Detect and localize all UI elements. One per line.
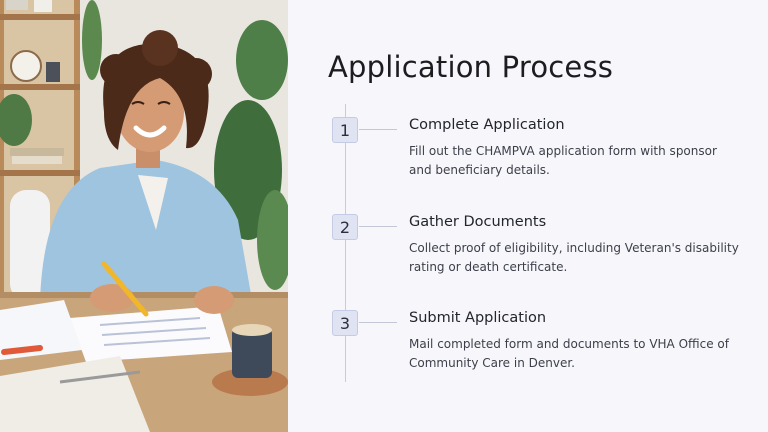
step-description: Fill out the CHAMPVA application form wi… xyxy=(409,144,717,177)
step-description: Collect proof of eligibility, including … xyxy=(409,241,739,274)
step-description: Mail completed form and documents to VHA… xyxy=(409,337,729,370)
step-title: Submit Application xyxy=(409,310,547,326)
step-title: Complete Application xyxy=(409,117,565,133)
step-number-badge: 3 xyxy=(332,310,358,336)
hero-photo xyxy=(0,0,288,432)
step-connector xyxy=(359,226,397,227)
step-title: Gather Documents xyxy=(409,214,547,230)
step-number-badge: 2 xyxy=(332,214,358,240)
content-panel: Application Process 1 Complete Applicati… xyxy=(288,0,768,432)
step-connector xyxy=(359,129,397,130)
step-connector xyxy=(359,322,397,323)
step-number-badge: 1 xyxy=(332,117,358,143)
timeline-line xyxy=(345,104,346,382)
slide-title: Application Process xyxy=(328,50,614,84)
woman-writing-illustration xyxy=(0,0,288,432)
